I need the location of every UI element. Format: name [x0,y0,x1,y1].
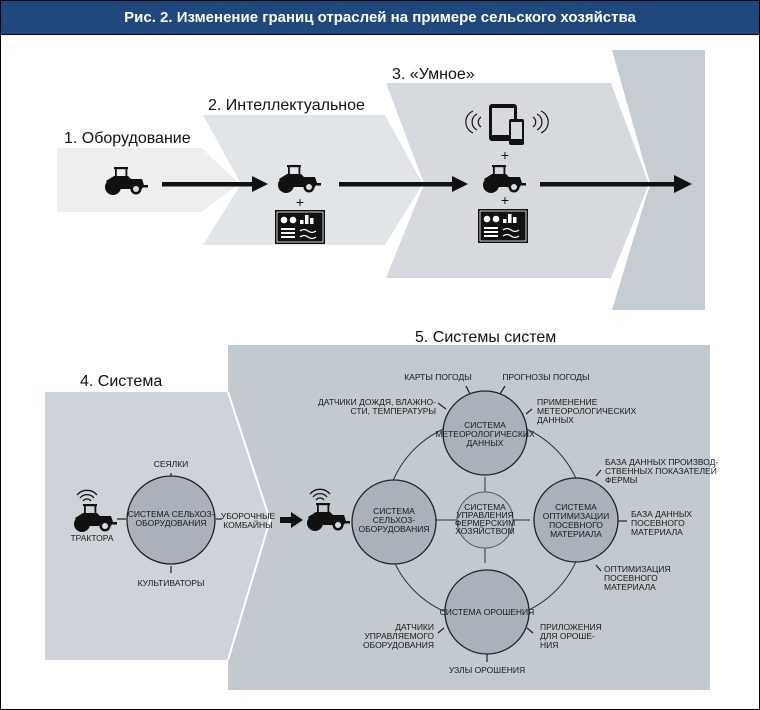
arrow-right-icon [280,512,303,528]
stage-panel-far [612,50,705,310]
spoke-label-seed-database: ПОСЕВНОГО [631,518,685,528]
system-center-label: ОБОРУДОВАНИЯ [135,518,206,528]
stage-panel-1 [57,148,241,212]
spoke-label-irrigation-nodes: УЗЛЫ ОРОШЕНИЯ [449,665,525,675]
spoke-label-seed-database: БАЗА ДАННЫХ [631,509,692,519]
hub-label: СИСТЕМА [464,502,506,512]
stage-label-4: 4. Система [80,373,162,390]
dashboard-icon [274,209,326,245]
seed-system-label: МАТЕРИАЛА [550,529,602,539]
spoke-label-weather-forecasts: ПРОГНОЗЫ ПОГОДЫ [502,372,589,382]
spoke-label-seeders: СЕЯЛКИ [154,459,189,469]
spoke-label-seed-optimization: МАТЕРИАЛА [604,582,656,592]
spoke-label-seed-optimization: ОПТИМИЗАЦИЯ [604,564,671,574]
irrigation-system-node [437,569,534,662]
seed-system-label: ПОСЕВНОГО [549,520,603,530]
farm-management-hub-node [456,491,514,549]
dashboard-icon [477,208,529,244]
hub-label: ХОЗЯЙСТВОМ [455,525,514,536]
figure-title: Рис. 2. Изменение границ отраслей на при… [1,1,759,35]
equipment-system-node [351,479,437,565]
stage-label-1: 1. Оборудование [64,130,191,147]
spoke-label-cultivators: КУЛЬТИВАТОРЫ [138,578,205,588]
system-node [117,473,222,573]
spoke-label-farm-database: ФЕРМЫ [605,475,637,485]
wireless-devices-icon [465,104,549,145]
spoke-label-irrigation-sensors: УПРАВЛЯЕМОГО [364,631,434,641]
arrow-right-icon [162,176,268,192]
chevron-divider [227,391,272,661]
equipment-system-label: ОБОРУДОВАНИЯ [358,524,429,534]
spoke-label-farm-database: СТВЕННЫХ ПОКАЗАТЕЛЕЙ [605,465,717,476]
weather-system-label: ДАННЫХ [467,438,504,448]
hub-label: УПРАВЛЕНИЯ [456,510,514,520]
spoke-label-irrigation-apps: ПРИЛОЖЕНИЯ [540,622,602,632]
spoke-label-seed-database: МАТЕРИАЛА [631,527,683,537]
equipment-system-label: СЕЛЬХОЗ- [373,515,416,525]
spoke-label-weather-apps: ПРИМЕНЕНИЕ [537,397,598,407]
spoke-label-seed-optimization: ПОСЕВНОГО [604,573,658,583]
spoke-label-irrigation-sensors: ДАТЧИКИ [395,622,434,632]
irrigation-system-label: СИСТЕМА ОРОШЕНИЯ [440,607,535,617]
equipment-system-label: СИСТЕМА [373,506,415,516]
stage-label-2: 2. Интеллектуальное [208,97,365,114]
stage-label-5: 5. Системы систем [415,329,556,346]
spoke-label-irrigation-apps: ДЛЯ ОРОШЕ- [540,631,595,641]
seed-system-label: СИСТЕМА [555,502,597,512]
plus-sign: + [501,192,509,208]
spoke-label-harvesters: УБОРОЧНЫЕ [221,511,276,521]
arrow-right-icon [540,175,692,193]
spoke-label-weather-maps: КАРТЫ ПОГОДЫ [404,372,472,382]
seed-system-label: ОПТИМИЗАЦИИ [543,511,610,521]
spoke-label-weather-apps: МЕТЕОРОЛОГИЧЕСКИХ [537,406,637,416]
spoke-label-irrigation-apps: НИЯ [540,640,558,650]
plus-sign: + [296,194,304,210]
spoke-label-tractors: ТРАКТОРА [70,533,113,543]
weather-system-label: СИСТЕМА [464,420,506,430]
plus-sign: + [501,147,509,163]
weather-system-node [437,385,533,476]
spoke-label-weather-apps: ДАННЫХ [537,415,574,425]
weather-system-label: МЕТЕОРОЛОГИЧЕСКИХ [435,429,535,439]
spoke-label-weather-sensors: ДАТЧИКИ ДОЖДЯ, ВЛАЖНО- [318,397,436,407]
spoke-label-irrigation-sensors: ОБОРУДОВАНИЯ [363,640,434,650]
arrow-right-icon [339,176,468,192]
spoke-label-farm-database: БАЗА ДАННЫХ ПРОИЗВОД- [605,457,718,467]
system-center-label: СИСТЕМА СЕЛЬХОЗ- [128,509,215,519]
spoke-label-harvesters: КОМБАЙНЫ [223,519,272,530]
hub-label: ФЕРМЕРСКИМ [455,518,515,528]
stage-label-3: 3. «Умное» [392,66,475,83]
spoke-label-weather-sensors: СТИ, ТЕМПЕРАТУРЫ [351,406,437,416]
seed-optimization-system-node [533,469,627,572]
